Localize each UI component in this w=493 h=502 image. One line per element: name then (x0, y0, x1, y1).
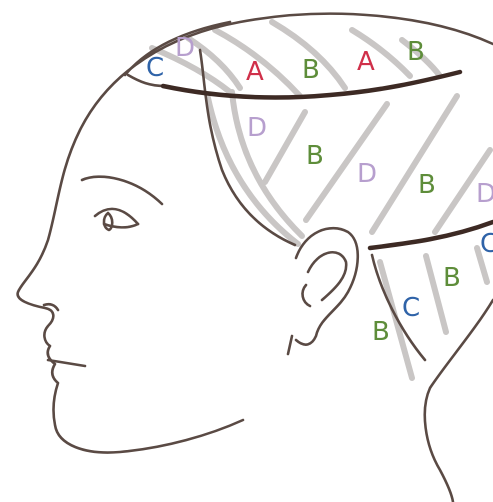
ear-canal (303, 285, 310, 306)
zone-label-b-top-1: B (302, 55, 320, 85)
zone-label-d-top-left: D (175, 33, 195, 63)
zone-label-c-right-edge: C (480, 229, 493, 259)
zone-label-c-top-left: C (146, 53, 164, 83)
zone-label-c-nape: C (402, 293, 420, 323)
guide-stroke (372, 96, 457, 232)
zone-label-a-top-2: A (357, 47, 375, 77)
guide-stroke (265, 112, 305, 182)
zone-label-a-top-1: A (246, 57, 264, 87)
ear-inner (308, 252, 346, 300)
eyebrow (82, 177, 162, 204)
zone-label-b-mid-2: B (418, 170, 436, 200)
zone-label-d-mid-left: D (247, 113, 267, 143)
eye-lower (104, 224, 138, 227)
eye-upper (95, 209, 138, 224)
back-of-head (425, 300, 493, 502)
ear-lobe (288, 336, 292, 354)
nape-parting-line (370, 222, 493, 248)
zone-label-b-top-2: B (407, 37, 425, 67)
zone-label-d-mid-center: D (357, 159, 377, 189)
zone-label-b-nape-left: B (372, 317, 390, 347)
zone-label-d-mid-right: D (476, 179, 493, 209)
eye-pupil (104, 213, 112, 230)
zone-label-b-mid-1: B (306, 141, 324, 171)
zone-label-b-nape-right: B (443, 263, 461, 293)
